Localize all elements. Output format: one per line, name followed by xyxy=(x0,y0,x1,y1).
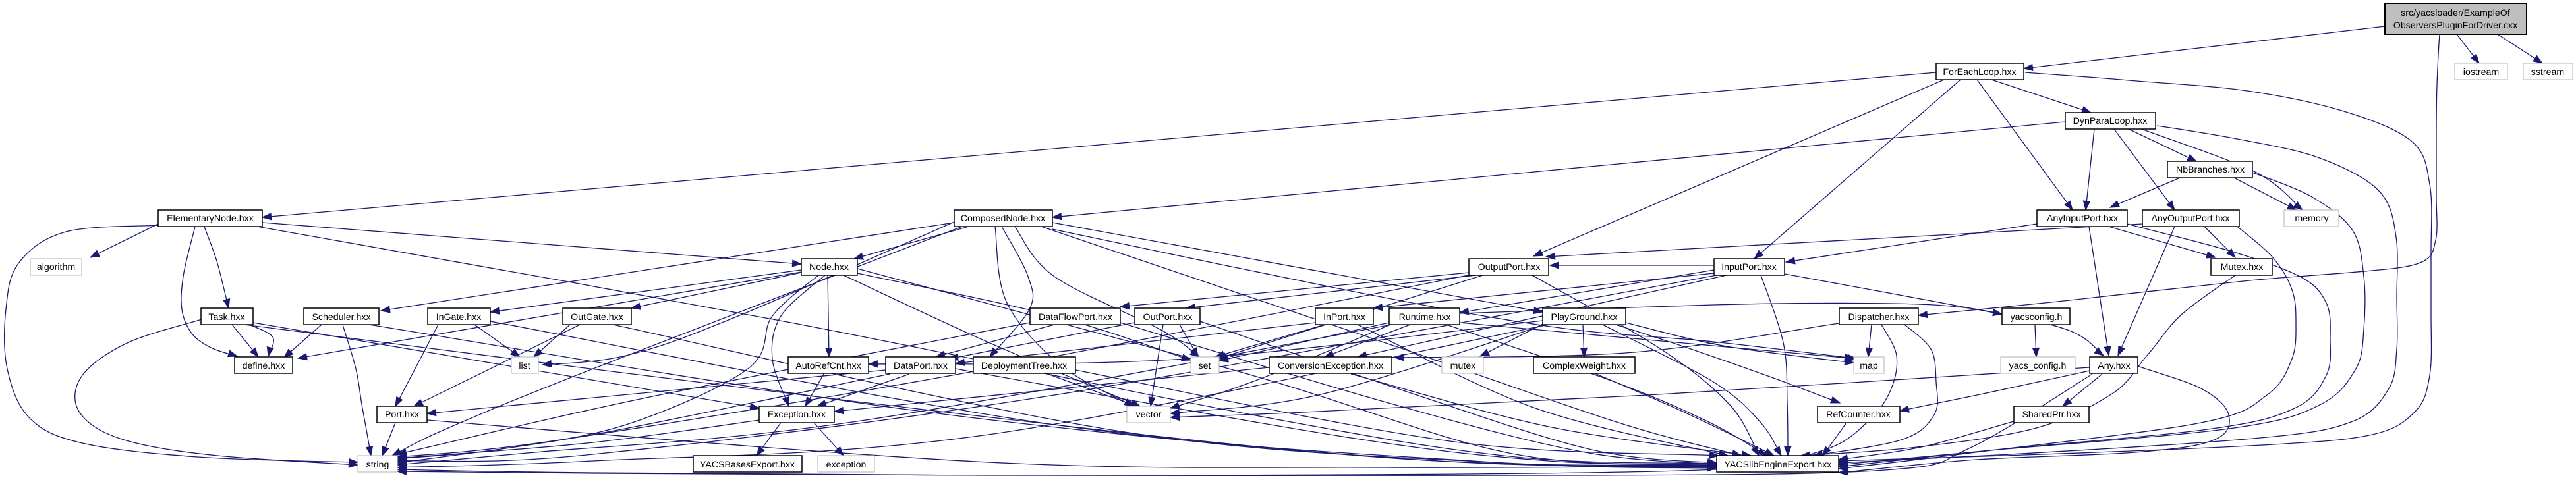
svg-text:vector: vector xyxy=(1136,410,1162,420)
svg-text:mutex: mutex xyxy=(1450,361,1476,371)
svg-text:Exception.hxx: Exception.hxx xyxy=(768,410,826,420)
svg-text:ForEachLoop.hxx: ForEachLoop.hxx xyxy=(1943,67,2016,78)
svg-text:algorithm: algorithm xyxy=(37,262,75,273)
svg-text:Task.hxx: Task.hxx xyxy=(208,312,244,323)
svg-text:InputPort.hxx: InputPort.hxx xyxy=(1721,262,1777,273)
svg-text:Node.hxx: Node.hxx xyxy=(809,262,849,273)
svg-text:OutGate.hxx: OutGate.hxx xyxy=(571,312,623,323)
svg-text:ObserversPluginForDriver.cxx: ObserversPluginForDriver.cxx xyxy=(2393,20,2517,31)
svg-text:ComplexWeight.hxx: ComplexWeight.hxx xyxy=(1543,361,1626,371)
svg-text:DeploymentTree.hxx: DeploymentTree.hxx xyxy=(981,361,1067,371)
svg-text:AutoRefCnt.hxx: AutoRefCnt.hxx xyxy=(795,361,861,371)
svg-text:RefCounter.hxx: RefCounter.hxx xyxy=(1826,410,1891,420)
svg-text:set: set xyxy=(1199,361,1211,371)
svg-text:OutputPort.hxx: OutputPort.hxx xyxy=(1478,262,1541,273)
svg-text:define.hxx: define.hxx xyxy=(243,361,285,371)
svg-text:AnyInputPort.hxx: AnyInputPort.hxx xyxy=(2047,213,2118,224)
svg-text:ElementaryNode.hxx: ElementaryNode.hxx xyxy=(167,213,254,224)
svg-text:DataPort.hxx: DataPort.hxx xyxy=(894,361,948,371)
svg-text:DataFlowPort.hxx: DataFlowPort.hxx xyxy=(1039,312,1112,323)
svg-text:Dispatcher.hxx: Dispatcher.hxx xyxy=(1848,312,1909,323)
svg-text:Runtime.hxx: Runtime.hxx xyxy=(1399,312,1451,323)
svg-text:OutPort.hxx: OutPort.hxx xyxy=(1143,312,1193,323)
svg-text:string: string xyxy=(366,460,389,470)
svg-text:ConversionException.hxx: ConversionException.hxx xyxy=(1278,361,1383,371)
svg-text:PlayGround.hxx: PlayGround.hxx xyxy=(1551,312,1618,323)
svg-text:memory: memory xyxy=(2295,213,2329,224)
svg-text:InGate.hxx: InGate.hxx xyxy=(436,312,482,323)
svg-text:Port.hxx: Port.hxx xyxy=(385,410,419,420)
svg-text:NbBranches.hxx: NbBranches.hxx xyxy=(2176,165,2245,175)
svg-text:yacs_config.h: yacs_config.h xyxy=(2009,361,2067,371)
svg-text:yacsconfig.h: yacsconfig.h xyxy=(2011,312,2063,323)
svg-text:Mutex.hxx: Mutex.hxx xyxy=(2221,262,2264,273)
svg-text:src/yacsloader/ExampleOf: src/yacsloader/ExampleOf xyxy=(2401,8,2510,18)
svg-text:SharedPtr.hxx: SharedPtr.hxx xyxy=(2022,410,2080,420)
svg-text:exception: exception xyxy=(826,460,867,470)
svg-text:map: map xyxy=(1860,361,1878,371)
svg-text:InPort.hxx: InPort.hxx xyxy=(1323,312,1365,323)
svg-text:sstream: sstream xyxy=(2531,67,2564,78)
svg-text:YACSBasesExport.hxx: YACSBasesExport.hxx xyxy=(700,460,795,470)
svg-text:Any.hxx: Any.hxx xyxy=(2098,361,2130,371)
svg-text:AnyOutputPort.hxx: AnyOutputPort.hxx xyxy=(2151,213,2229,224)
svg-text:ComposedNode.hxx: ComposedNode.hxx xyxy=(961,213,1046,224)
svg-text:YACSlibEngineExport.hxx: YACSlibEngineExport.hxx xyxy=(1725,460,1832,470)
svg-text:list: list xyxy=(519,361,530,371)
svg-text:Scheduler.hxx: Scheduler.hxx xyxy=(312,312,370,323)
svg-text:iostream: iostream xyxy=(2463,67,2499,78)
svg-text:DynParaLoop.hxx: DynParaLoop.hxx xyxy=(2073,116,2148,126)
